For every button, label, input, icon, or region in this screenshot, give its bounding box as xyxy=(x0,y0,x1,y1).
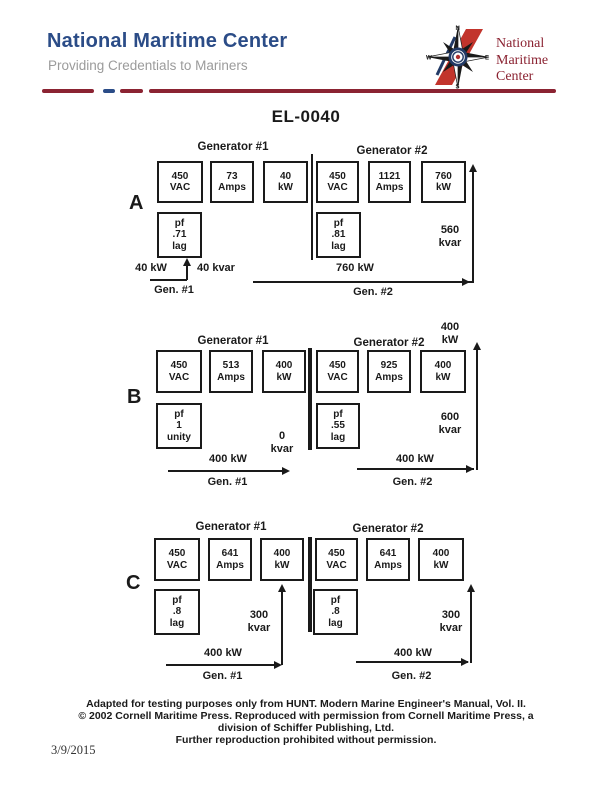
b-gen1-pf-box: pf 1 unity xyxy=(156,403,202,449)
logo-wordmark: National Maritime Center xyxy=(496,36,549,84)
a-gen2-kvar-arrow-line xyxy=(472,171,474,283)
a-gen1-kvar-label: 40 kvar xyxy=(197,262,235,274)
b-gen2-kw-arrowhead-icon xyxy=(466,465,474,473)
svg-text:N: N xyxy=(456,26,460,32)
b-kw-top-label: 400 kW xyxy=(440,321,460,346)
c-gen1-bottom-label: Gen. #1 xyxy=(202,670,243,682)
b-gen2-kvar-arrow-line xyxy=(476,349,478,470)
c-gen2-kvar-arrow-line xyxy=(470,591,472,663)
c-gen1-kw-arrow-line xyxy=(166,664,280,666)
header-rule-segment xyxy=(42,89,94,93)
svg-text:W: W xyxy=(426,56,432,62)
header-rule-blue-dash xyxy=(103,89,115,93)
c-gen2-kw-arrow-line xyxy=(356,661,468,663)
b-gen1-kw-arrowhead-icon xyxy=(282,467,290,475)
a-gen2-kw-arrowhead-icon xyxy=(462,278,470,286)
b-gen2-pf-box: pf .55 lag xyxy=(316,403,360,449)
section-c-label: C xyxy=(126,572,141,594)
footer-attribution-line-3: division of Schiffer Publishing, Ltd. xyxy=(217,722,395,734)
c-gen2-bottom-label: Gen. #2 xyxy=(391,670,432,682)
b-bus-divider-line xyxy=(308,348,312,450)
b-kvar-right-label: 600 kvar xyxy=(438,411,462,436)
c-gen2-kvar-label: 300 kvar xyxy=(439,609,463,634)
a-generator1-title: Generator #1 xyxy=(197,141,269,153)
a-gen1-kw-box: 40 kW xyxy=(263,161,308,203)
a-generator2-title: Generator #2 xyxy=(356,145,428,157)
a-gen2-kw-arrow-line xyxy=(253,281,473,283)
c-gen1-kw-arrowhead-icon xyxy=(274,661,282,669)
section-b-label: B xyxy=(127,386,142,408)
c-gen1-kw-box: 400 kW xyxy=(260,538,304,581)
a-gen1-kvar-arrow-line xyxy=(186,264,188,280)
compass-rose-icon: N S W E xyxy=(426,25,490,89)
a-gen1-pf-box: pf .71 lag xyxy=(157,212,202,258)
b-gen2-kvar-arrowhead-icon xyxy=(473,342,481,350)
a-gen1-kvar-arrowhead-icon xyxy=(183,258,191,266)
c-gen1-amps-box: 641 Amps xyxy=(208,538,252,581)
b-generator2-title: Generator #2 xyxy=(353,337,425,349)
c-gen2-kw-label: 400 kW xyxy=(394,647,432,659)
c-gen1-kw-label: 400 kW xyxy=(204,647,242,659)
b-gen1-voltage-box: 450 VAC xyxy=(156,350,202,393)
a-gen2-pf-box: pf .81 lag xyxy=(316,212,361,258)
b-gen1-kw-box: 400 kW xyxy=(262,350,306,393)
a-gen2-bottom-label: Gen. #2 xyxy=(353,286,393,298)
a-gen1-voltage-box: 450 VAC xyxy=(157,161,203,203)
b-gen2-bottom-label: Gen. #2 xyxy=(392,476,433,488)
header-rule-segment xyxy=(149,89,556,93)
a-gen2-voltage-box: 450 VAC xyxy=(316,161,359,203)
footer-attribution-line-2: © 2002 Cornell Maritime Press. Reproduce… xyxy=(78,710,534,722)
c-generator2-title: Generator #2 xyxy=(352,523,424,535)
b-gen2-kw-arrow-line xyxy=(357,468,474,470)
b-generator1-title: Generator #1 xyxy=(197,335,269,347)
b-gen2-kw-box: 400 kW xyxy=(420,350,466,393)
a-bus-divider-line xyxy=(311,154,313,260)
footer-attribution-line-4: Further reproduction prohibited without … xyxy=(175,734,437,746)
b-gen1-amps-box: 513 Amps xyxy=(209,350,253,393)
c-gen2-voltage-box: 450 VAC xyxy=(315,538,358,581)
b-gen1-bottom-label: Gen. #1 xyxy=(207,476,248,488)
b-kvar-mid-label: 0 kvar xyxy=(270,430,294,455)
a-gen2-amps-box: 1121 Amps xyxy=(368,161,411,203)
c-bus-divider-line xyxy=(308,537,312,632)
a-gen2-kvar-arrowhead-icon xyxy=(469,164,477,172)
a-gen1-kw-line xyxy=(150,279,187,281)
a-gen2-kw-label: 760 kW xyxy=(336,262,374,274)
c-gen1-pf-box: pf .8 lag xyxy=(154,589,200,635)
a-gen2-kw-box: 760 kW xyxy=(421,161,466,203)
a-kvar-right-label: 560 kvar xyxy=(438,224,462,249)
c-gen1-voltage-box: 450 VAC xyxy=(154,538,200,581)
a-gen1-kw-label: 40 kW xyxy=(135,262,167,274)
b-gen1-kw-arrow-line xyxy=(168,470,286,472)
b-gen2-kw-label: 400 kW xyxy=(396,453,434,465)
b-gen2-voltage-box: 450 VAC xyxy=(316,350,359,393)
c-gen2-kvar-arrowhead-icon xyxy=(467,584,475,592)
c-generator1-title: Generator #1 xyxy=(195,521,267,533)
page-title: EL-0040 xyxy=(271,107,341,126)
c-gen1-kvar-label: 300 kvar xyxy=(247,609,271,634)
c-gen1-kvar-arrow-line xyxy=(281,591,283,665)
b-gen1-kw-label: 400 kW xyxy=(209,453,247,465)
document-date: 3/9/2015 xyxy=(51,743,96,757)
a-gen1-amps-box: 73 Amps xyxy=(210,161,254,203)
a-gen1-bottom-label: Gen. #1 xyxy=(154,284,194,296)
org-title: National Maritime Center xyxy=(47,30,288,52)
org-subtitle: Providing Credentials to Mariners xyxy=(48,58,248,73)
c-gen2-pf-box: pf .8 lag xyxy=(313,589,358,635)
c-gen2-amps-box: 641 Amps xyxy=(366,538,410,581)
svg-text:E: E xyxy=(485,56,489,62)
b-gen2-amps-box: 925 Amps xyxy=(367,350,411,393)
svg-text:S: S xyxy=(456,85,460,90)
header-rule-segment xyxy=(120,89,143,93)
section-a-label: A xyxy=(129,192,144,214)
footer-attribution-line-1: Adapted for testing purposes only from H… xyxy=(86,698,526,710)
c-gen1-kvar-arrowhead-icon xyxy=(278,584,286,592)
c-gen2-kw-box: 400 kW xyxy=(418,538,464,581)
c-gen2-kw-arrowhead-icon xyxy=(461,658,469,666)
